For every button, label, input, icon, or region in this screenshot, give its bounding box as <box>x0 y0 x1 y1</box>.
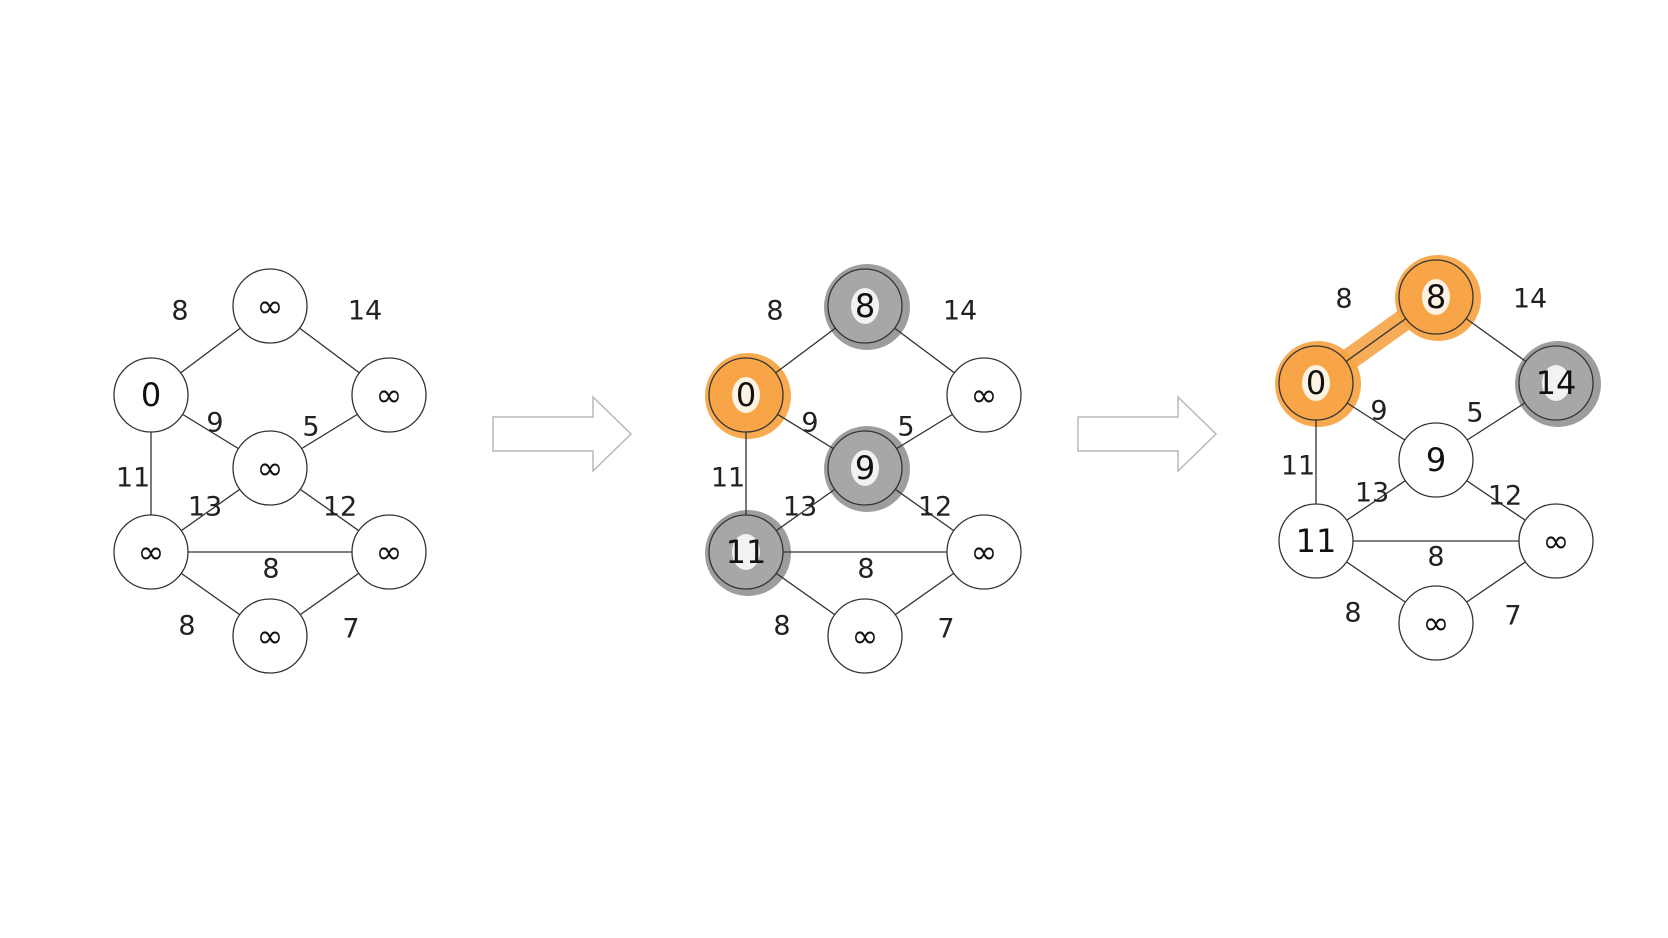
edge-weight-label: 11 <box>711 463 745 494</box>
node-distance-label: 9 <box>855 449 875 487</box>
graph-node-right <box>351 357 427 433</box>
edge-weight-label: 12 <box>1488 481 1522 512</box>
node-distance-label: ∞ <box>1423 604 1450 642</box>
graph-node-center <box>1398 422 1474 498</box>
node-distance-label: ∞ <box>1543 522 1570 560</box>
graph-node-bottom <box>827 598 903 674</box>
node-distance-label: ∞ <box>376 533 403 571</box>
graph-node-lowerright <box>1518 503 1594 579</box>
step-arrow-2 <box>1077 395 1218 473</box>
node-label-backdrop <box>732 377 760 413</box>
edge-weight-label: 8 <box>766 296 783 327</box>
edge-weight-label: 8 <box>857 554 874 585</box>
edge-weight-label: 5 <box>302 412 319 443</box>
node-layer: 8 0 14 9 11 ∞ ∞ <box>1278 259 1594 661</box>
node-layer: 8 0 ∞ 9 11 ∞ ∞ <box>708 268 1022 674</box>
node-distance-label: ∞ <box>138 533 165 571</box>
edge-weight-label: 14 <box>1513 284 1547 315</box>
edge-weight-label: 11 <box>116 463 150 494</box>
node-distance-label: 0 <box>736 376 756 414</box>
edge-weight-label: 7 <box>937 614 954 645</box>
graph-node-lowerleft <box>113 514 189 590</box>
node-distance-label: ∞ <box>257 449 284 487</box>
edge-weight-label: 9 <box>1370 396 1387 427</box>
node-distance-label: ∞ <box>376 376 403 414</box>
graph-node-top <box>232 268 308 344</box>
edge-weight-label: 11 <box>1281 451 1315 482</box>
graph-node-lowerleft <box>1278 503 1354 579</box>
node-layer: ∞ 0 ∞ ∞ ∞ ∞ ∞ <box>113 268 427 674</box>
edge-weight-label: 8 <box>262 554 279 585</box>
edge-weight-label: 14 <box>348 296 382 327</box>
node-distance-label: ∞ <box>852 617 879 655</box>
edge-weight-label: 13 <box>1355 478 1389 509</box>
graph-node-bottom <box>232 598 308 674</box>
edge-weight-label: 13 <box>188 492 222 523</box>
edge-weight-label: 8 <box>773 611 790 642</box>
graph-step-1: 8 14 9 5 11 13 12 8 8 7 ∞ 0 ∞ ∞ ∞ ∞ ∞ <box>113 268 427 674</box>
right-arrow-icon <box>492 395 633 473</box>
right-arrow-icon <box>1077 395 1218 473</box>
node-label-backdrop <box>851 450 879 486</box>
edge-weight-label: 8 <box>1344 598 1361 629</box>
graph-node-lowerright <box>946 514 1022 590</box>
edge-weight-label: 7 <box>1504 601 1521 632</box>
edge-weight-label: 8 <box>1427 542 1444 573</box>
edge-weight-label: 13 <box>783 492 817 523</box>
graph-node-left <box>113 357 189 433</box>
node-label-backdrop <box>732 534 760 570</box>
node-label-backdrop <box>851 288 879 324</box>
edge-weight-label: 5 <box>897 412 914 443</box>
node-distance-label: ∞ <box>971 533 998 571</box>
node-label-backdrop <box>1542 365 1570 401</box>
node-distance-label: ∞ <box>257 617 284 655</box>
graph-node-right <box>946 357 1022 433</box>
node-distance-label: 8 <box>855 287 875 325</box>
node-distance-label: 0 <box>141 376 161 414</box>
node-distance-label: ∞ <box>971 376 998 414</box>
graph-node-lowerright <box>351 514 427 590</box>
step-arrow-1 <box>492 395 633 473</box>
edge-weight-label: 5 <box>1466 398 1483 429</box>
node-distance-label: 11 <box>1296 522 1337 560</box>
edge-weight-label: 8 <box>178 611 195 642</box>
node-label-backdrop <box>1422 279 1450 315</box>
node-distance-label: 11 <box>726 533 767 571</box>
edge-weight-label: 14 <box>943 296 977 327</box>
node-distance-label: 14 <box>1536 364 1577 402</box>
node-distance-label: 9 <box>1426 441 1446 479</box>
graph-node-bottom <box>1398 585 1474 661</box>
edge-layer: 8 14 9 5 11 13 12 8 8 7 <box>116 296 390 645</box>
node-distance-label: 0 <box>1306 364 1326 402</box>
edge-weight-label: 12 <box>323 492 357 523</box>
edge-weight-label: 9 <box>801 408 818 439</box>
edge-weight-label: 12 <box>918 492 952 523</box>
node-label-backdrop <box>1302 365 1330 401</box>
edge-weight-label: 7 <box>342 614 359 645</box>
edge-weight-label: 9 <box>206 408 223 439</box>
node-distance-label: ∞ <box>257 287 284 325</box>
graph-node-center <box>232 430 308 506</box>
node-distance-label: 8 <box>1426 278 1446 316</box>
edge-weight-label: 8 <box>171 296 188 327</box>
edge-weight-label: 8 <box>1335 284 1352 315</box>
